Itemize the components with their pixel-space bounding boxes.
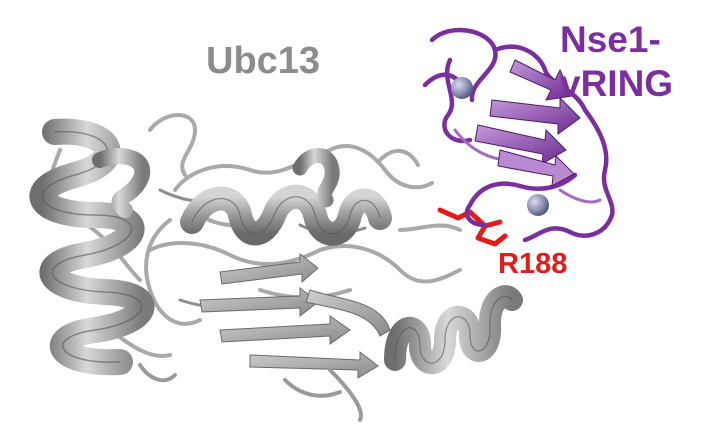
ubc13-central-helix bbox=[180, 184, 392, 246]
nse1-vring-label: Nse1- vRING bbox=[560, 18, 673, 106]
nse1-vring-structure bbox=[422, 27, 615, 243]
nse1-label-line1: Nse1- bbox=[560, 19, 661, 60]
nse1-beta-sheet bbox=[474, 59, 581, 187]
ubc13-label: Ubc13 bbox=[206, 40, 321, 82]
ubc13-left-helix bbox=[29, 118, 155, 376]
zinc-ion-2 bbox=[527, 194, 549, 216]
nse1-label-line2: vRING bbox=[560, 63, 674, 104]
ubc13-small-helix bbox=[92, 148, 151, 218]
ubc13-upper-helix bbox=[292, 148, 340, 208]
ubc13-structure bbox=[29, 113, 523, 422]
zinc-ion-1 bbox=[451, 77, 473, 99]
r188-label: R188 bbox=[498, 248, 568, 280]
ubc13-bottom-right-helix bbox=[384, 285, 523, 375]
ubc13-beta-sheet bbox=[199, 252, 391, 379]
